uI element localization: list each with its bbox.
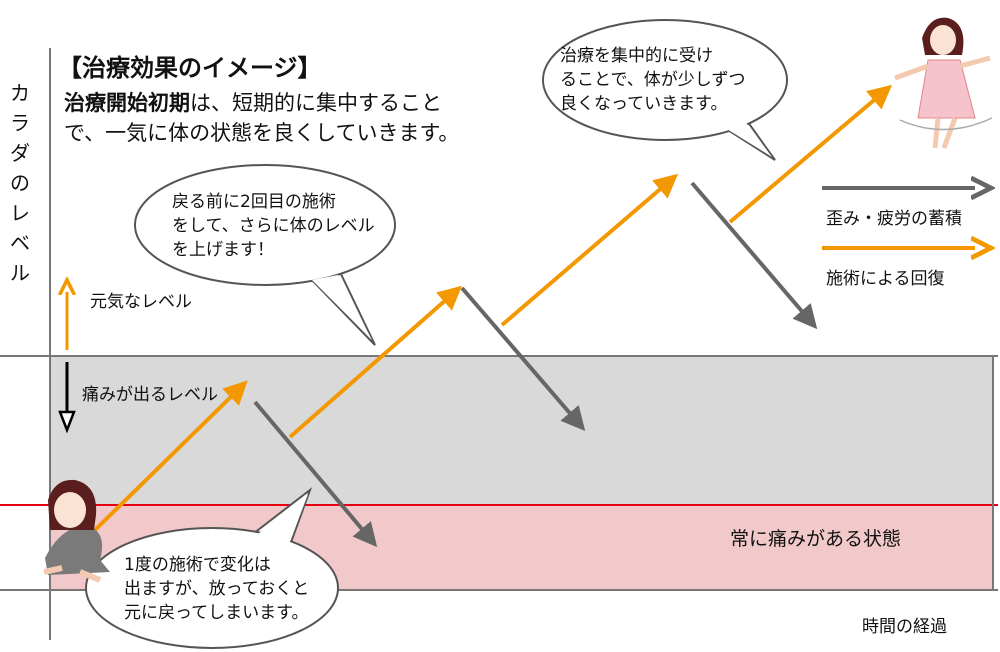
intro-text: 治療開始初期は、短期的に集中すること で、一気に体の状態を良くしていきます。 xyxy=(64,88,459,148)
bubble-line: 元に戻ってしまいます。 xyxy=(124,603,309,623)
bubble-line: をして、さらに体のレベル xyxy=(172,216,375,236)
bubble-line: を上げます！ xyxy=(172,240,274,260)
y-axis-label: カラダのレベル xyxy=(10,81,30,285)
bubble-line: 治療を集中的に受け xyxy=(560,46,713,66)
fatigue-arrow-3 xyxy=(690,181,818,330)
recovery-arrow-2 xyxy=(288,285,463,439)
bubble-line: ることで、体が少しずつ xyxy=(560,70,746,90)
bubble-line: 戻る前に2回目の施術 xyxy=(172,192,336,212)
pain-level-band xyxy=(50,356,993,505)
good-level-label: 元気なレベル xyxy=(90,292,192,312)
recovery-arrow-3 xyxy=(500,173,679,327)
bubble-line: 出ますが、放っておくと xyxy=(124,579,310,599)
bubble-line: 1度の施術で変化は xyxy=(124,555,271,575)
down-arrowhead-icon xyxy=(58,410,76,434)
x-axis-label: 時間の経過 xyxy=(862,617,947,637)
woman-in-pain-illustration xyxy=(43,479,110,583)
bubble-second-text: 戻る前に2回目の施術 をして、さらに体のレベル を上げます！ xyxy=(172,190,375,262)
legend-recovery-label: 施術による回復 xyxy=(826,269,945,289)
intro-emphasis: 治療開始初期 xyxy=(64,91,190,115)
intro-line1: は、短期的に集中すること xyxy=(190,91,442,115)
bubble-first-text: 1度の施術で変化は 出ますが、放っておくと 元に戻ってしまいます。 xyxy=(124,553,309,625)
pain-level-label: 痛みが出るレベル xyxy=(82,385,218,405)
legend-fatigue-label: 歪み・疲労の蓄積 xyxy=(826,209,962,229)
intro-line2: で、一気に体の状態を良くしていきます。 xyxy=(64,121,460,145)
fatigue-arrow-2 xyxy=(460,286,586,432)
chronic-pain-label: 常に痛みがある状態 xyxy=(730,528,902,550)
recovery-arrow-1 xyxy=(93,380,248,532)
fatigue-arrow-1 xyxy=(253,400,378,548)
bubble-third-text: 治療を集中的に受け ることで、体が少しずつ 良くなっていきます。 xyxy=(560,44,745,116)
page-title: 【治療効果のイメージ】 xyxy=(58,54,322,82)
happy-woman-illustration xyxy=(894,17,993,149)
bubble-line: 良くなっていきます。 xyxy=(560,94,728,114)
recovery-arrow-4 xyxy=(728,84,893,224)
